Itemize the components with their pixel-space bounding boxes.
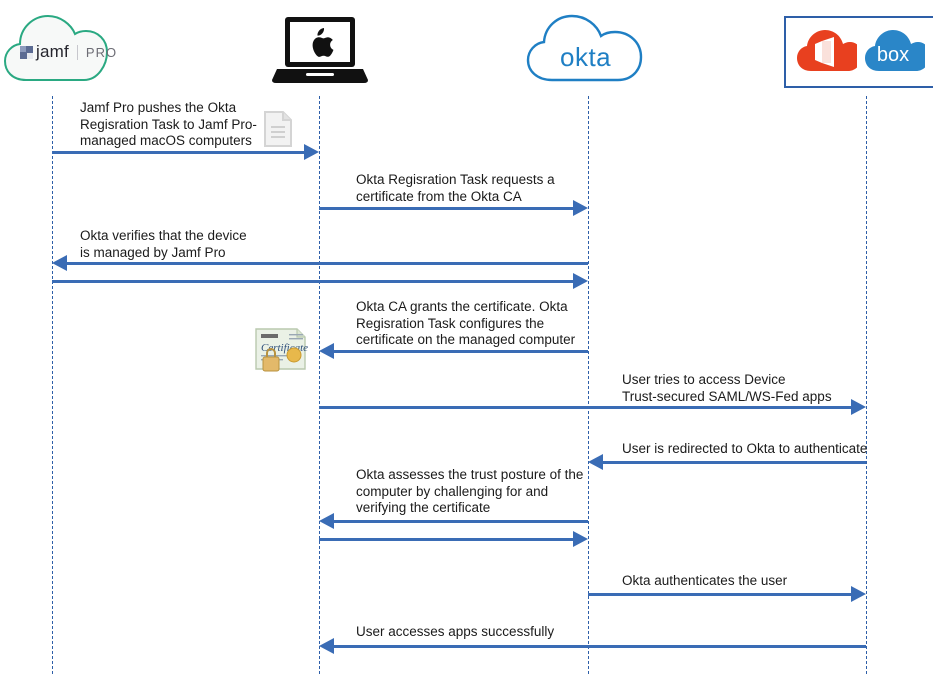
jamf-pro-suffix: PRO xyxy=(85,44,118,60)
message-label: Okta CA grants the certificate. Okta Reg… xyxy=(356,299,576,347)
message-line xyxy=(588,592,851,596)
message-line xyxy=(334,349,588,353)
message-line xyxy=(319,405,851,409)
actor-jamf-pro: jamf PRO xyxy=(2,8,116,88)
certificate-icon: Certificate xyxy=(253,325,315,375)
message-arrowhead xyxy=(851,586,866,602)
message-arrowhead xyxy=(573,531,588,547)
box-cloud-icon: box xyxy=(865,30,925,71)
message-arrowhead xyxy=(573,273,588,289)
actor-apps: box xyxy=(784,16,933,88)
message-label: User tries to access Device Trust-secure… xyxy=(622,372,832,404)
message-label: Okta assesses the trust posture of the c… xyxy=(356,467,584,515)
message-arrowhead xyxy=(573,200,588,216)
message-line xyxy=(67,261,588,265)
svg-text:Certificate: Certificate xyxy=(261,342,308,354)
document-icon xyxy=(263,110,293,148)
message-label: Okta authenticates the user xyxy=(622,573,788,588)
message-line xyxy=(334,644,866,648)
office365-cloud-icon xyxy=(797,30,857,71)
lifeline-okta xyxy=(588,96,589,674)
jamf-cloud-icon xyxy=(3,14,109,81)
message-arrowhead xyxy=(319,638,334,654)
okta-cloud-icon xyxy=(526,14,643,82)
message-label: Okta verifies that the device is managed… xyxy=(80,228,247,260)
message-line xyxy=(319,206,573,210)
message-line xyxy=(334,519,588,523)
macbook-icon xyxy=(272,17,368,83)
lifeline-apps xyxy=(866,96,867,674)
lifeline-mac xyxy=(319,96,320,674)
okta-wordmark: okta xyxy=(560,42,612,72)
message-label: Okta Regisration Task requests a certifi… xyxy=(356,172,555,204)
actor-macos-computer xyxy=(272,14,368,86)
svg-text:box: box xyxy=(877,44,909,66)
message-arrowhead xyxy=(319,513,334,529)
jamf-name: jamf xyxy=(36,42,69,61)
message-label: User is redirected to Okta to authentica… xyxy=(622,441,868,456)
message-arrowhead xyxy=(588,454,603,470)
jamf-wordmark: jamf PRO xyxy=(20,42,117,62)
jamf-square-icon xyxy=(20,46,33,59)
message-label: User accesses apps successfully xyxy=(356,624,555,639)
message-arrowhead xyxy=(52,255,67,271)
message-line xyxy=(603,460,866,464)
message-line xyxy=(52,150,304,154)
message-arrowhead xyxy=(304,144,319,160)
jamf-divider xyxy=(76,44,78,60)
message-label: Jamf Pro pushes the Okta Regisration Tas… xyxy=(80,100,257,148)
lifeline-jamf xyxy=(52,96,53,674)
message-line xyxy=(319,537,573,541)
actor-okta: okta xyxy=(524,12,654,88)
message-line xyxy=(52,279,573,283)
message-arrowhead xyxy=(319,343,334,359)
message-arrowhead xyxy=(851,399,866,415)
